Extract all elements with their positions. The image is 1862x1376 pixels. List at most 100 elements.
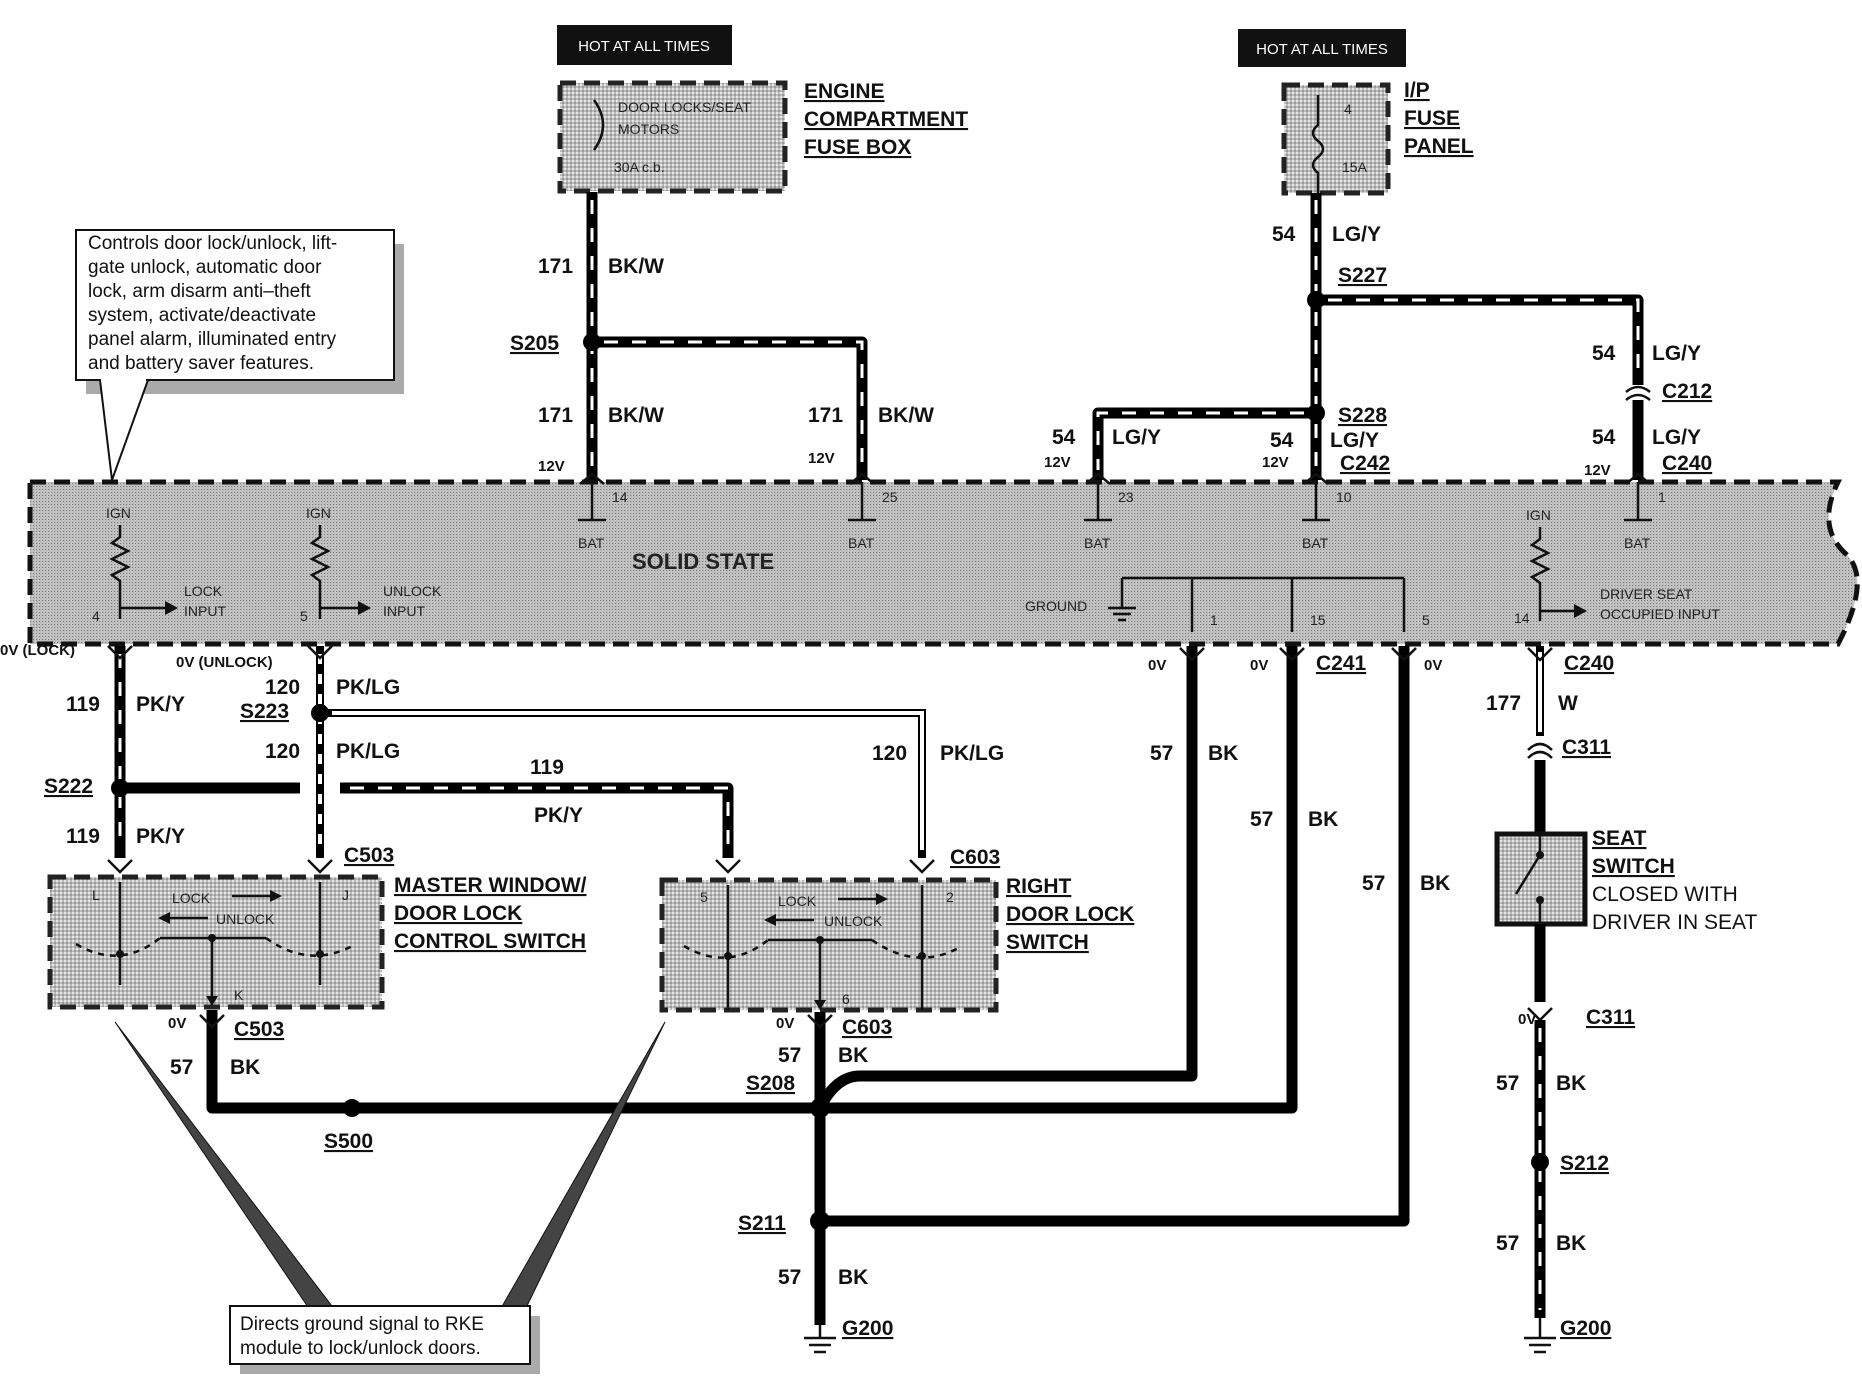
svg-text:30A c.b.: 30A c.b.	[614, 159, 665, 175]
svg-text:UNLOCK: UNLOCK	[824, 913, 883, 929]
svg-text:C240: C240	[1662, 452, 1712, 475]
svg-text:BK: BK	[1556, 1232, 1586, 1255]
svg-text:S227: S227	[1338, 264, 1387, 287]
svg-text:IGN: IGN	[306, 505, 331, 521]
svg-text:SOLID STATE: SOLID STATE	[632, 549, 774, 574]
svg-text:BAT: BAT	[1302, 535, 1329, 551]
svg-text:DRIVER IN SEAT: DRIVER IN SEAT	[1592, 911, 1757, 934]
svg-text:171: 171	[808, 404, 843, 427]
svg-text:0V: 0V	[776, 1015, 794, 1032]
svg-text:FUSE: FUSE	[1404, 107, 1460, 130]
svg-text:CLOSED WITH: CLOSED WITH	[1592, 883, 1738, 906]
engine-fuse-box: DOOR LOCKS/SEAT MOTORS 30A c.b.	[557, 80, 788, 194]
svg-text:G200: G200	[842, 1317, 893, 1340]
svg-text:57: 57	[1496, 1232, 1519, 1255]
svg-text:23: 23	[1118, 489, 1134, 505]
bat-terminal-25: BAT	[848, 482, 876, 551]
svg-text:K: K	[234, 987, 244, 1003]
svg-text:12V: 12V	[1044, 454, 1071, 471]
svg-text:1: 1	[1658, 489, 1666, 505]
svg-text:S228: S228	[1338, 404, 1387, 427]
svg-text:12V: 12V	[1262, 454, 1289, 471]
svg-text:54: 54	[1272, 223, 1296, 246]
svg-text:57: 57	[778, 1044, 801, 1067]
svg-text:W: W	[1558, 692, 1578, 715]
svg-text:RIGHT: RIGHT	[1006, 875, 1072, 898]
svg-text:119: 119	[530, 756, 564, 779]
svg-text:BK: BK	[1420, 872, 1450, 895]
seat-switch	[1494, 831, 1588, 927]
wire-57-bk-seat: 0V C311 57 BK S212 57 BK	[1496, 924, 1635, 1318]
svg-text:57: 57	[170, 1056, 193, 1079]
svg-text:C603: C603	[842, 1016, 892, 1039]
note-top: Controls door lock/unlock, lift- gate un…	[75, 229, 404, 481]
svg-text:12V: 12V	[808, 450, 835, 467]
svg-text:PK/LG: PK/LG	[336, 740, 400, 763]
wire-120-pklg: 120 PK/LG S223 120 PK/LG 120 PK/LG	[240, 646, 1004, 858]
svg-text:C503: C503	[344, 844, 394, 867]
svg-text:120: 120	[265, 740, 300, 763]
svg-text:and battery saver features.: and battery saver features.	[88, 353, 314, 374]
svg-text:FUSE BOX: FUSE BOX	[804, 136, 911, 159]
ip-fuse-panel: 4 15A	[1281, 82, 1391, 196]
svg-text:BK: BK	[838, 1266, 868, 1289]
svg-text:I/P: I/P	[1404, 79, 1430, 102]
svg-text:5: 5	[300, 608, 308, 624]
right-door-lock-switch: 5 2 6 LOCK UNLOCK	[659, 877, 999, 1013]
connector-c603-top: C603	[715, 846, 1000, 874]
svg-text:LG/Y: LG/Y	[1652, 426, 1701, 449]
svg-text:BK: BK	[838, 1044, 868, 1067]
svg-text:C242: C242	[1340, 452, 1390, 475]
bat-terminal-10: BAT	[1302, 482, 1330, 551]
svg-text:S208: S208	[746, 1072, 795, 1095]
svg-text:GROUND: GROUND	[1025, 598, 1087, 614]
svg-text:54: 54	[1592, 342, 1616, 365]
svg-text:INPUT: INPUT	[184, 603, 226, 619]
svg-text:PK/Y: PK/Y	[136, 825, 185, 848]
svg-text:54: 54	[1592, 426, 1616, 449]
svg-text:119: 119	[66, 825, 100, 848]
hot-label-left: HOT AT ALL TIMES	[557, 25, 732, 65]
svg-text:S212: S212	[1560, 1152, 1609, 1175]
svg-text:15A: 15A	[1342, 159, 1368, 175]
svg-text:4: 4	[92, 608, 100, 624]
svg-text:PK/Y: PK/Y	[534, 804, 583, 827]
svg-text:C241: C241	[1316, 652, 1367, 675]
svg-text:120: 120	[265, 676, 300, 699]
svg-text:14: 14	[612, 489, 628, 505]
svg-text:10: 10	[1336, 489, 1352, 505]
svg-text:UNLOCK: UNLOCK	[216, 911, 275, 927]
svg-text:14: 14	[1514, 610, 1530, 626]
svg-text:1: 1	[1210, 612, 1218, 628]
bat-terminal-23: BAT	[1084, 482, 1112, 551]
top-12v-labels: 12V 12V 12V 12V 12V	[538, 450, 1611, 479]
svg-text:HOT AT ALL TIMES: HOT AT ALL TIMES	[578, 38, 710, 55]
module-bottom-voltages: 0V (LOCK) 0V (UNLOCK)	[0, 642, 333, 671]
svg-text:G200: G200	[1560, 1317, 1611, 1340]
svg-text:54: 54	[1270, 429, 1294, 452]
svg-text:S500: S500	[324, 1130, 373, 1153]
svg-text:CONTROL SWITCH: CONTROL SWITCH	[394, 930, 586, 953]
svg-text:54: 54	[1052, 426, 1076, 449]
engine-fuse-title: ENGINE COMPARTMENT FUSE BOX	[804, 80, 968, 159]
bat-terminal-14: BAT	[578, 482, 606, 551]
svg-text:SEAT: SEAT	[1592, 827, 1647, 850]
svg-text:LG/Y: LG/Y	[1112, 426, 1161, 449]
svg-text:SWITCH: SWITCH	[1592, 855, 1675, 878]
ip-fuse-title: I/P FUSE PANEL	[1404, 79, 1474, 158]
svg-text:BK: BK	[230, 1056, 260, 1079]
svg-text:S222: S222	[44, 775, 93, 798]
svg-text:J: J	[342, 887, 349, 903]
ground-symbol	[1108, 578, 1136, 622]
svg-text:0V (UNLOCK): 0V (UNLOCK)	[176, 654, 273, 671]
svg-text:DOOR LOCK: DOOR LOCK	[1006, 903, 1134, 926]
svg-text:C240: C240	[1564, 652, 1614, 675]
svg-text:C311: C311	[1586, 1006, 1635, 1029]
svg-text:57: 57	[778, 1266, 801, 1289]
svg-text:OCCUPIED INPUT: OCCUPIED INPUT	[1600, 606, 1720, 622]
svg-text:119: 119	[66, 693, 100, 716]
wire-54-lgy: 54 LG/Y S227 S228 54 LG/Y C212 54 LG/Y C…	[1052, 193, 1712, 480]
svg-text:6: 6	[842, 991, 850, 1007]
svg-text:BK: BK	[1208, 742, 1238, 765]
